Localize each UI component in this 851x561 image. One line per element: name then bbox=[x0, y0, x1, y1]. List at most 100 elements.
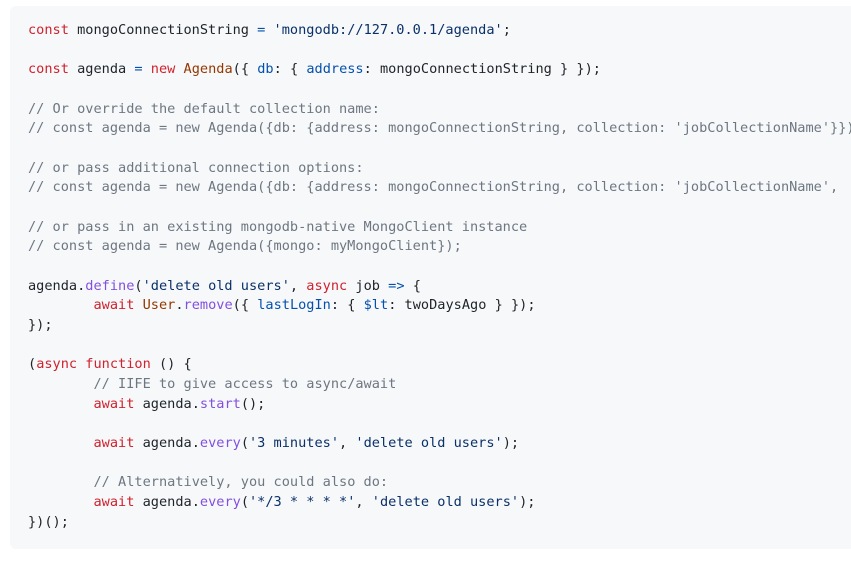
code-token: agenda. bbox=[134, 435, 200, 452]
code-token: () { bbox=[150, 356, 192, 373]
code-line: await agenda.start(); bbox=[28, 395, 851, 415]
code-token: agenda. bbox=[134, 494, 200, 511]
code-token: ( bbox=[240, 494, 249, 511]
code-token bbox=[28, 435, 93, 451]
code-token: . bbox=[175, 297, 184, 314]
code-token bbox=[28, 376, 93, 392]
code-token: : twoDaysAgo } }); bbox=[388, 297, 536, 314]
code-token bbox=[143, 61, 151, 77]
code-token: ; bbox=[502, 22, 511, 38]
code-line: await User.remove({ lastLogIn: { $lt: tw… bbox=[28, 296, 851, 316]
code-line bbox=[28, 454, 851, 474]
code-token: remove bbox=[183, 297, 233, 314]
code-token: 'delete old users' bbox=[355, 435, 503, 452]
code-token: ); bbox=[502, 435, 520, 452]
code-token bbox=[28, 474, 93, 490]
code-token: 'delete old users' bbox=[371, 494, 520, 511]
code-token: ( bbox=[134, 277, 143, 294]
code-token: , bbox=[339, 435, 356, 452]
code-line: // or pass in an existing mongodb-native… bbox=[28, 218, 851, 238]
code-token: address bbox=[306, 61, 364, 78]
code-token: mongoConnectionString bbox=[68, 22, 258, 38]
code-line bbox=[28, 336, 851, 356]
code-token: job bbox=[347, 277, 389, 294]
code-token bbox=[134, 297, 142, 313]
code-token: async bbox=[306, 277, 348, 294]
code-token: '*/3 * * * *' bbox=[249, 494, 356, 511]
code-token: ( bbox=[28, 356, 37, 373]
code-token: every bbox=[199, 435, 241, 452]
code-token: await bbox=[93, 494, 135, 511]
code-line bbox=[28, 414, 851, 434]
code-token: '3 minutes' bbox=[249, 435, 340, 452]
code-line bbox=[28, 80, 851, 100]
code-line bbox=[28, 41, 851, 61]
code-line: (async function () { bbox=[28, 355, 851, 375]
code-token: every bbox=[199, 494, 241, 511]
code-token: => bbox=[388, 277, 405, 294]
code-token: agenda. bbox=[134, 395, 200, 412]
code-content: const mongoConnectionString = 'mongodb:/… bbox=[28, 21, 851, 532]
code-token: await bbox=[93, 435, 135, 452]
code-token: $lt bbox=[363, 297, 389, 314]
code-line: const mongoConnectionString = 'mongodb:/… bbox=[28, 21, 851, 41]
code-token: (); bbox=[240, 395, 266, 412]
code-token: await bbox=[93, 395, 135, 412]
code-token: new bbox=[150, 61, 176, 78]
code-line: const agenda = new Agenda({ db: { addres… bbox=[28, 60, 851, 80]
code-line: agenda.define('delete old users', async … bbox=[28, 277, 851, 297]
code-token: // Alternatively, you could also do: bbox=[93, 474, 389, 491]
code-line: await agenda.every('3 minutes', 'delete … bbox=[28, 434, 851, 454]
code-token: = bbox=[257, 22, 266, 38]
code-token: async bbox=[36, 356, 78, 373]
code-token: // const agenda = new Agenda({db: {addre… bbox=[28, 179, 839, 196]
code-token: , bbox=[355, 494, 372, 511]
code-line: })(); bbox=[28, 513, 851, 533]
code-token bbox=[265, 22, 273, 38]
code-line: // or pass additional connection options… bbox=[28, 159, 851, 179]
code-token: 'mongodb://127.0.0.1/agenda' bbox=[273, 22, 503, 38]
code-line bbox=[28, 198, 851, 218]
code-block: const mongoConnectionString = 'mongodb:/… bbox=[10, 6, 851, 549]
code-token: }); bbox=[28, 317, 53, 334]
code-token: Agenda bbox=[183, 61, 233, 78]
code-token: ); bbox=[519, 494, 536, 511]
code-token bbox=[28, 494, 93, 510]
code-token: // or pass in an existing mongodb-native… bbox=[28, 218, 528, 235]
code-line: }); bbox=[28, 316, 851, 336]
code-token bbox=[28, 396, 93, 412]
code-token: await bbox=[93, 297, 135, 314]
code-token bbox=[175, 61, 183, 77]
code-token: = bbox=[134, 61, 143, 78]
code-token: define bbox=[85, 277, 135, 294]
code-token: // const agenda = new Agenda({db: {addre… bbox=[28, 120, 851, 137]
code-line: // const agenda = new Agenda({db: {addre… bbox=[28, 178, 851, 198]
code-token: // const agenda = new Agenda({mongo: myM… bbox=[28, 238, 462, 255]
code-line: // const agenda = new Agenda({db: {addre… bbox=[28, 119, 851, 139]
code-line bbox=[28, 257, 851, 277]
code-line: await agenda.every('*/3 * * * *', 'delet… bbox=[28, 493, 851, 513]
code-token: // Or override the default collection na… bbox=[28, 100, 380, 117]
code-token: const bbox=[28, 22, 69, 38]
code-token: })(); bbox=[28, 513, 69, 530]
code-line: // const agenda = new Agenda({mongo: myM… bbox=[28, 237, 851, 257]
code-token: ({ bbox=[232, 297, 258, 314]
code-token: ( bbox=[240, 435, 249, 452]
code-token: , bbox=[289, 277, 307, 294]
code-line bbox=[28, 139, 851, 159]
code-token: agenda bbox=[68, 61, 135, 78]
code-token: : { bbox=[273, 61, 307, 78]
code-line: // Or override the default collection na… bbox=[28, 100, 851, 120]
code-token: User bbox=[142, 297, 176, 314]
code-line: // IIFE to give access to async/await bbox=[28, 375, 851, 395]
code-line: // Alternatively, you could also do: bbox=[28, 473, 851, 493]
code-token: lastLogIn bbox=[257, 297, 331, 314]
code-token: : { bbox=[330, 297, 364, 314]
code-token: { bbox=[404, 277, 421, 294]
code-token: // or pass additional connection options… bbox=[28, 159, 364, 176]
code-token: ({ bbox=[232, 61, 258, 78]
code-token: const bbox=[28, 61, 69, 78]
code-token: db bbox=[257, 61, 274, 78]
code-token: function bbox=[85, 356, 151, 373]
code-token: : mongoConnectionString } }); bbox=[363, 61, 601, 78]
